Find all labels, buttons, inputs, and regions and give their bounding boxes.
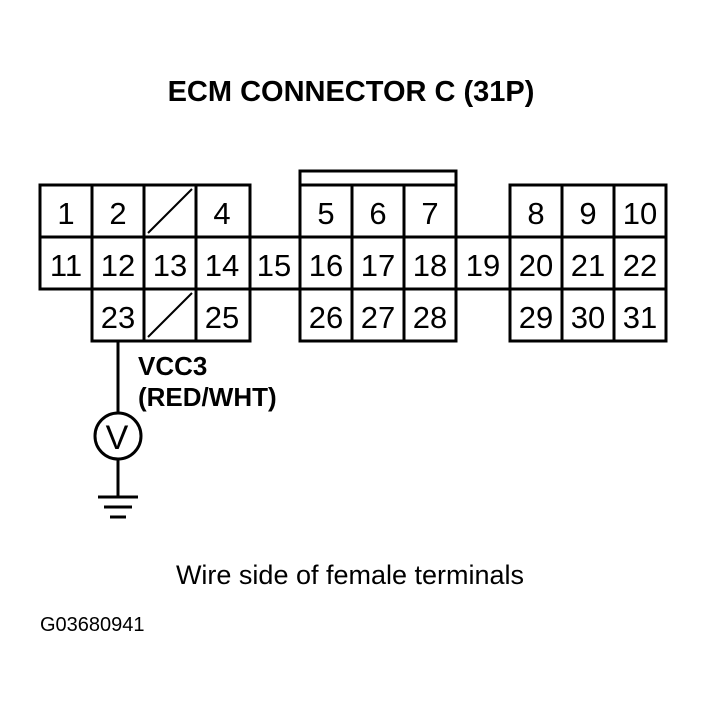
- pin-18: 18: [413, 248, 447, 283]
- voltmeter-icon: V: [93, 411, 143, 461]
- pin-4: 4: [213, 196, 230, 231]
- pin-13: 13: [153, 248, 187, 283]
- pin-26: 26: [309, 300, 343, 335]
- pin-31: 31: [623, 300, 657, 335]
- pin-5: 5: [317, 196, 334, 231]
- pin-1: 1: [57, 196, 74, 231]
- ground-icon: [98, 495, 138, 519]
- connector-link-left: [250, 235, 300, 291]
- figure-code: G03680941: [40, 614, 145, 636]
- pin-19: 19: [466, 248, 500, 283]
- pin-20: 20: [519, 248, 553, 283]
- connector-block-right: [508, 183, 668, 343]
- diagram-title: ECM CONNECTOR C (31P): [168, 76, 535, 108]
- pin-21: 21: [571, 248, 605, 283]
- connector-block-middle: [298, 169, 458, 343]
- pin-28: 28: [413, 300, 447, 335]
- voltmeter-symbol: V: [106, 419, 129, 457]
- pin-27: 27: [361, 300, 395, 335]
- pin-12: 12: [101, 248, 135, 283]
- connector-link-right: [456, 235, 510, 291]
- connector-block-left: [38, 183, 252, 343]
- pin-22: 22: [623, 248, 657, 283]
- pin-30: 30: [571, 300, 605, 335]
- pin-2: 2: [109, 196, 126, 231]
- pin-29: 29: [519, 300, 553, 335]
- pin-15: 15: [257, 248, 291, 283]
- probe-label-wire-color: (RED/WHT): [138, 382, 277, 412]
- pin-8: 8: [527, 196, 544, 231]
- pin-9: 9: [579, 196, 596, 231]
- diagram-caption: Wire side of female terminals: [176, 560, 524, 590]
- pin-11: 11: [50, 248, 82, 283]
- probe-label-signal: VCC3: [138, 351, 207, 381]
- pin-23: 23: [101, 300, 135, 335]
- pin-10: 10: [623, 196, 657, 231]
- pin-17: 17: [361, 248, 395, 283]
- pin-25: 25: [205, 300, 239, 335]
- pin-16: 16: [309, 248, 343, 283]
- pin-6: 6: [369, 196, 386, 231]
- pin-7: 7: [421, 196, 438, 231]
- pin-14: 14: [205, 248, 239, 283]
